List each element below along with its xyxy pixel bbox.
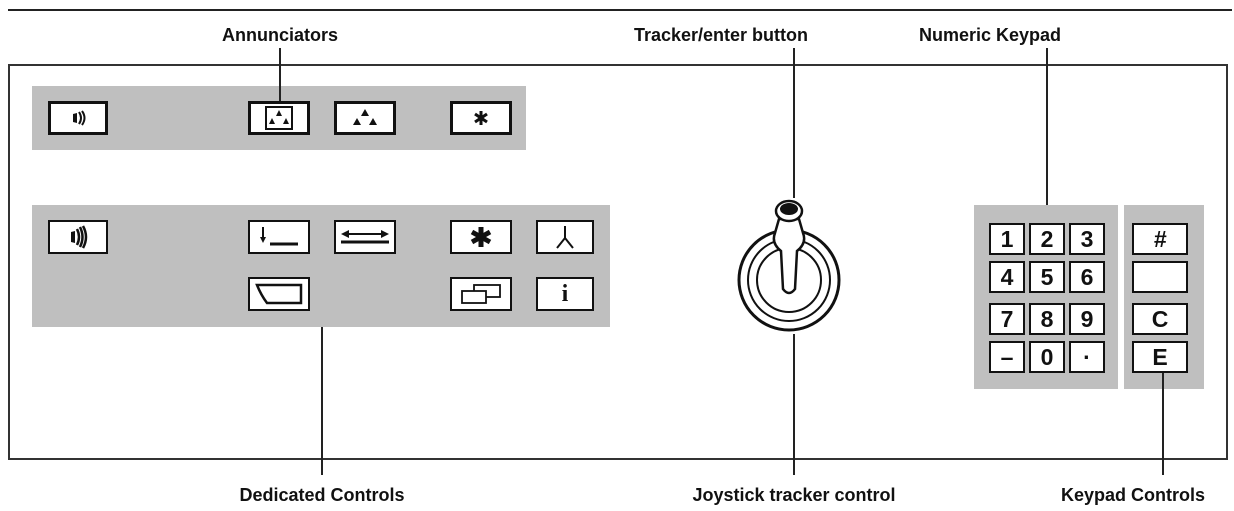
key-3[interactable]: 3: [1069, 223, 1105, 255]
key-clear[interactable]: C: [1132, 303, 1188, 335]
numeric-keypad-label: Numeric Keypad: [918, 25, 1062, 45]
dedicated-controls-leader: [321, 327, 323, 475]
fork-icon[interactable]: [536, 220, 594, 254]
key-5[interactable]: 5: [1029, 261, 1065, 293]
sound-waves-icon[interactable]: [48, 220, 108, 254]
key-6[interactable]: 6: [1069, 261, 1105, 293]
stacked-windows-icon[interactable]: [450, 277, 512, 311]
info-icon[interactable]: i: [536, 277, 594, 311]
radiation-icon: [334, 101, 396, 135]
tracker-enter-leader: [793, 48, 795, 198]
key-hash[interactable]: #: [1132, 223, 1188, 255]
keypad-controls: # C E: [1124, 205, 1204, 389]
annunciators-leader: [279, 48, 281, 101]
radiation-box-icon: [248, 101, 310, 135]
sound-icon: [48, 101, 108, 135]
asterisk-icon[interactable]: [450, 220, 512, 254]
dedicated-controls-label: Dedicated Controls: [239, 485, 405, 505]
key-1[interactable]: 1: [989, 223, 1025, 255]
double-arrow-icon[interactable]: [334, 220, 396, 254]
asterisk-icon: [450, 101, 512, 135]
dedicated-controls-band: [32, 205, 610, 327]
joystick-tracker-control[interactable]: [735, 195, 845, 335]
joystick-tracker-control-label: Joystick tracker control: [692, 485, 896, 505]
key-enter[interactable]: E: [1132, 341, 1188, 373]
tracker-enter-button[interactable]: [779, 198, 807, 222]
drop-arrow-icon[interactable]: [248, 220, 310, 254]
key-0[interactable]: 0: [1029, 341, 1065, 373]
top-rule: [8, 9, 1232, 11]
key-4[interactable]: 4: [989, 261, 1025, 293]
key-2[interactable]: 2: [1029, 223, 1065, 255]
numeric-keypad: 1 2 3 4 5 6 7 8 9 – 0 ·: [974, 205, 1118, 389]
key-8[interactable]: 8: [1029, 303, 1065, 335]
wedge-icon[interactable]: [248, 277, 310, 311]
tracker-enter-button-label: Tracker/enter button: [633, 25, 809, 45]
keypad-controls-leader: [1162, 373, 1164, 475]
key-blank[interactable]: [1132, 261, 1188, 293]
key-9[interactable]: 9: [1069, 303, 1105, 335]
key-decimal[interactable]: ·: [1069, 341, 1105, 373]
key-7[interactable]: 7: [989, 303, 1025, 335]
joystick-leader: [793, 334, 795, 475]
key-minus[interactable]: –: [989, 341, 1025, 373]
numeric-keypad-leader: [1046, 48, 1048, 205]
annunciators-label: Annunciators: [221, 25, 339, 45]
keypad-controls-label: Keypad Controls: [1060, 485, 1206, 505]
